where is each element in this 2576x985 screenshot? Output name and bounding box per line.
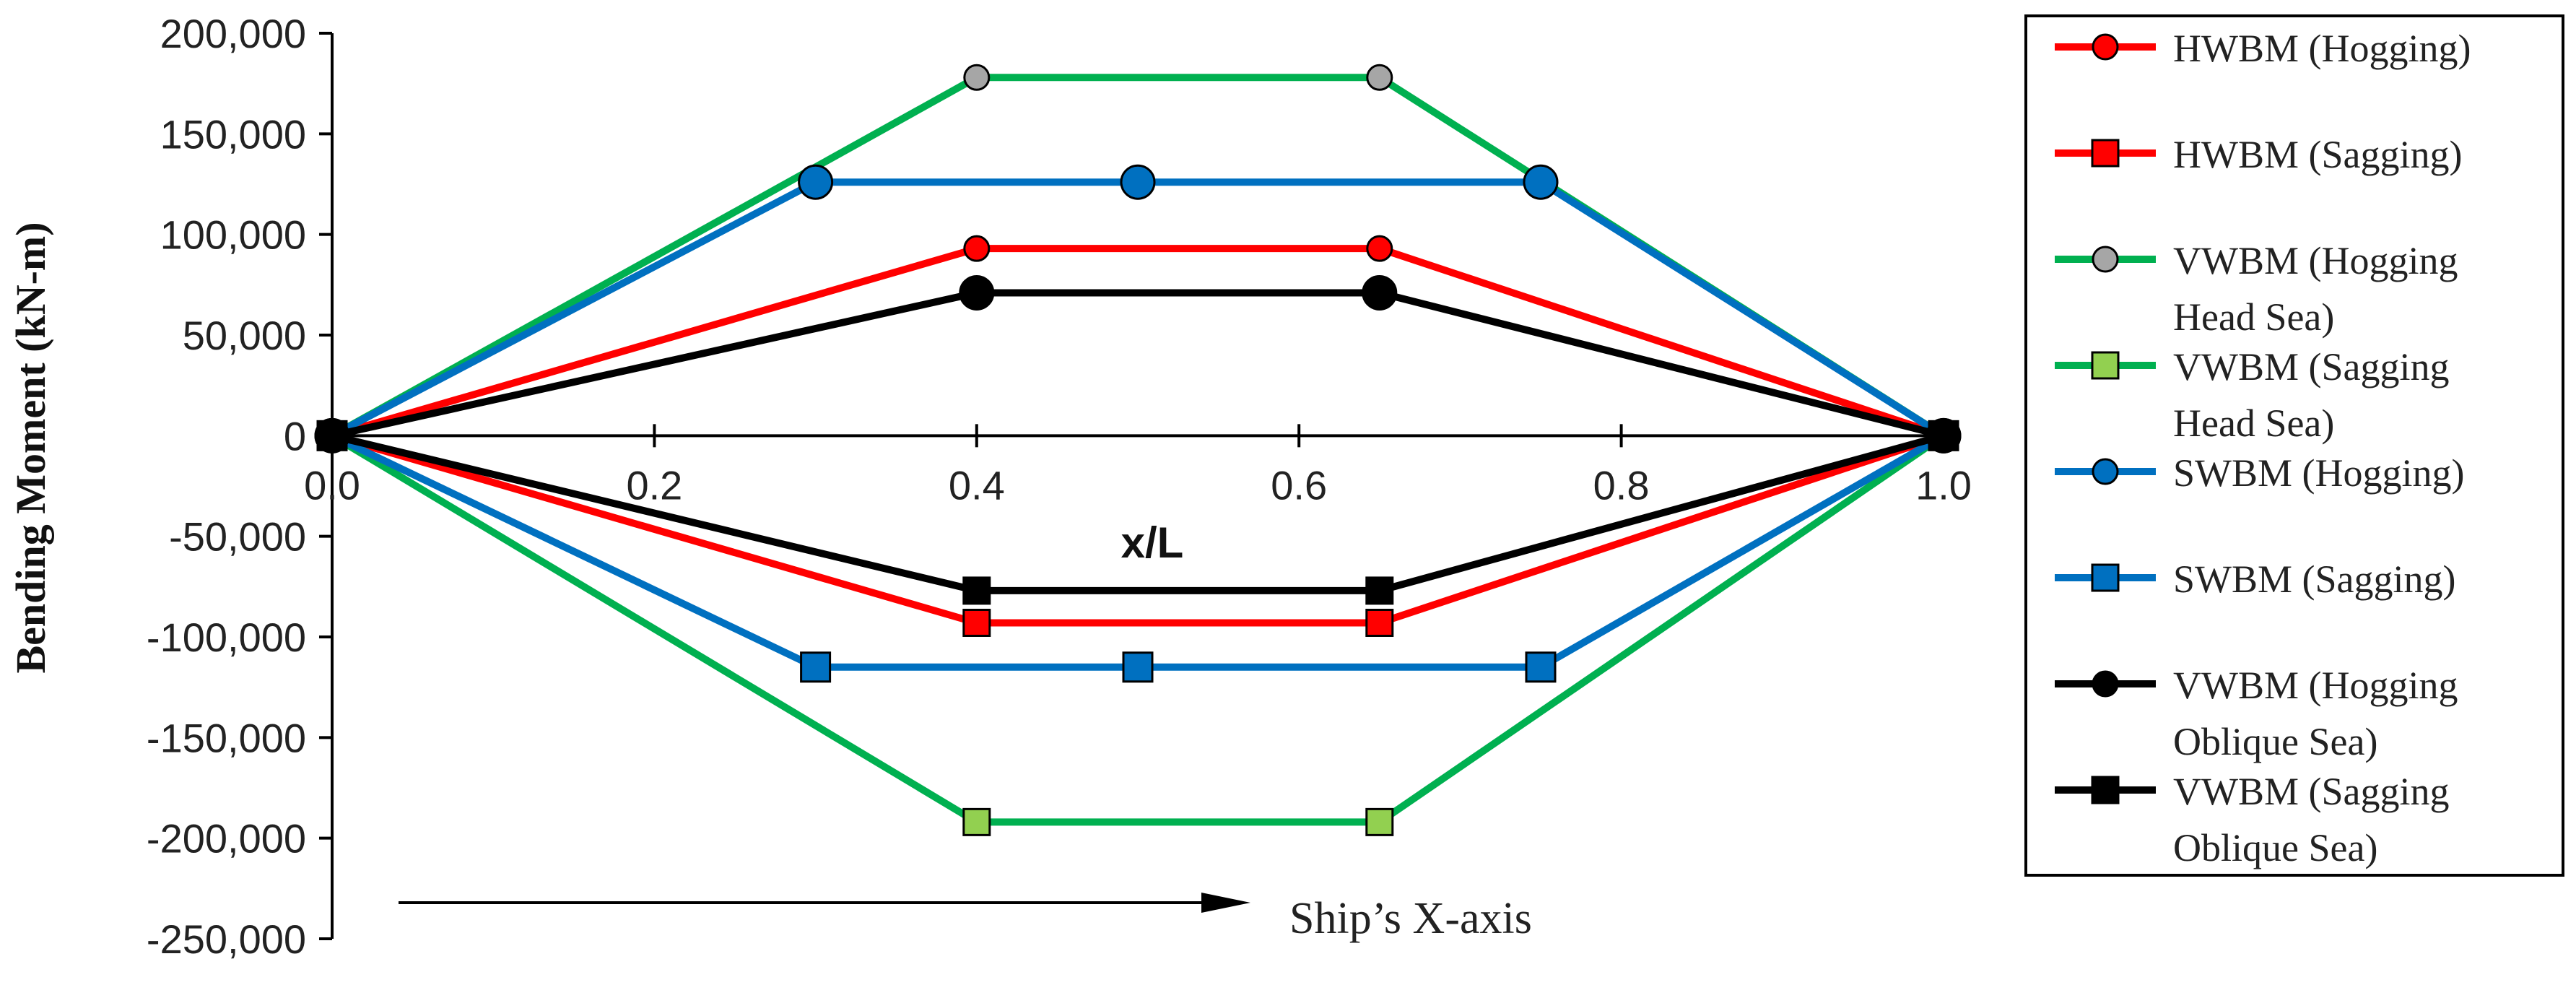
legend-label: SWBM (Sagging)	[2173, 557, 2456, 601]
legend-label: SWBM (Hogging)	[2173, 451, 2465, 495]
series-line-2	[331, 432, 1945, 627]
y-tick-label: -150,000	[147, 715, 306, 760]
legend: HWBM (Hogging) HWBM (Sagging) VWBM (Hoggin…	[2024, 14, 2564, 877]
y-tick-label: 0	[284, 413, 306, 459]
legend-marker-icon	[2092, 33, 2119, 61]
legend-label: VWBM (Sagging	[2173, 770, 2449, 813]
series-line-1	[331, 245, 1945, 440]
legend-label: Oblique Sea)	[2173, 720, 2377, 763]
legend-item: SWBM (Sagging)	[2055, 557, 2456, 601]
legend-marker-icon	[2091, 776, 2120, 804]
ship-x-axis-annotation: Ship’s X-axis	[399, 893, 1532, 943]
ship-x-axis-label: Ship’s X-axis	[1289, 894, 1532, 943]
x-tick-label: 0.2	[626, 462, 682, 508]
y-tick-label: -200,000	[147, 816, 306, 862]
legend-label: Oblique Sea)	[2173, 826, 2377, 869]
legend-label: VWBM (Sagging	[2173, 345, 2449, 389]
legend-marker-icon	[2092, 458, 2119, 485]
data-point-series-8	[962, 576, 991, 605]
legend-items: HWBM (Hogging) HWBM (Sagging) VWBM (Hoggin…	[2055, 27, 2471, 869]
series-line-4	[330, 433, 1946, 826]
data-point-series-4	[1365, 807, 1394, 836]
y-tick-label: 100,000	[160, 212, 306, 258]
legend-item: HWBM (Sagging)	[2055, 133, 2462, 176]
data-point-series-6	[1122, 651, 1154, 683]
legend-label: VWBM (Hogging	[2173, 239, 2458, 282]
legend-label: Head Sea)	[2173, 295, 2334, 339]
data-point-series-2	[962, 608, 991, 637]
legend-label: Head Sea)	[2173, 402, 2334, 445]
y-tick-label: -50,000	[169, 514, 306, 560]
x-tick-label: 0.4	[949, 462, 1005, 508]
legend-marker-icon	[2091, 351, 2120, 380]
x-tick-label: 0.0	[304, 462, 360, 508]
legend-item: SWBM (Hogging)	[2055, 451, 2465, 495]
data-point-series-8	[318, 421, 347, 450]
legend-marker-icon	[2091, 563, 2120, 592]
data-point-series-5	[1120, 164, 1156, 200]
x-tick-label: 1.0	[1915, 462, 1972, 508]
series-line-5	[330, 178, 1946, 439]
legend-label: VWBM (Hogging	[2173, 664, 2458, 707]
legend-marker-icon	[2092, 670, 2119, 698]
y-tick-label: 200,000	[160, 11, 306, 56]
series-line-8	[331, 432, 1945, 594]
data-point-series-3	[963, 64, 991, 91]
data-point-series-8	[1365, 576, 1394, 605]
x-tick-label: 0.8	[1593, 462, 1650, 508]
axes: 200,000 150,000 100,000 50,000 0 -50,000 -100,…	[147, 11, 1972, 962]
legend-marker-icon	[2091, 139, 2120, 168]
data-point-series-4	[962, 807, 991, 836]
x-tick-label: 0.6	[1271, 462, 1327, 508]
series-markers	[314, 64, 1962, 836]
x-axis-title: x/L	[1121, 518, 1184, 567]
data-point-series-1	[1366, 235, 1393, 262]
data-point-series-2	[1365, 608, 1394, 637]
series-line-7	[331, 289, 1945, 440]
ship-x-axis-arrowhead-icon	[1201, 893, 1250, 913]
data-point-series-6	[800, 651, 832, 683]
data-point-series-5	[1523, 164, 1559, 200]
y-tick-label: -100,000	[147, 615, 306, 660]
y-tick-label: 50,000	[183, 313, 306, 358]
data-point-series-6	[1525, 651, 1557, 683]
data-point-series-5	[798, 164, 834, 200]
legend-label: HWBM (Hogging)	[2173, 27, 2471, 70]
y-tick-label: -250,000	[147, 916, 306, 962]
data-point-series-8	[1929, 421, 1958, 450]
data-point-series-3	[1366, 64, 1393, 91]
data-point-series-7	[1362, 274, 1398, 311]
y-tick-label: 150,000	[160, 111, 306, 157]
legend-item: HWBM (Hogging)	[2055, 27, 2471, 70]
series-lines	[330, 74, 1946, 826]
legend-marker-icon	[2092, 246, 2119, 273]
legend-label: HWBM (Sagging)	[2173, 133, 2462, 176]
y-axis-title: Bending Moment (kN-m)	[7, 222, 54, 673]
data-point-series-7	[959, 274, 995, 311]
data-point-series-1	[963, 235, 991, 262]
